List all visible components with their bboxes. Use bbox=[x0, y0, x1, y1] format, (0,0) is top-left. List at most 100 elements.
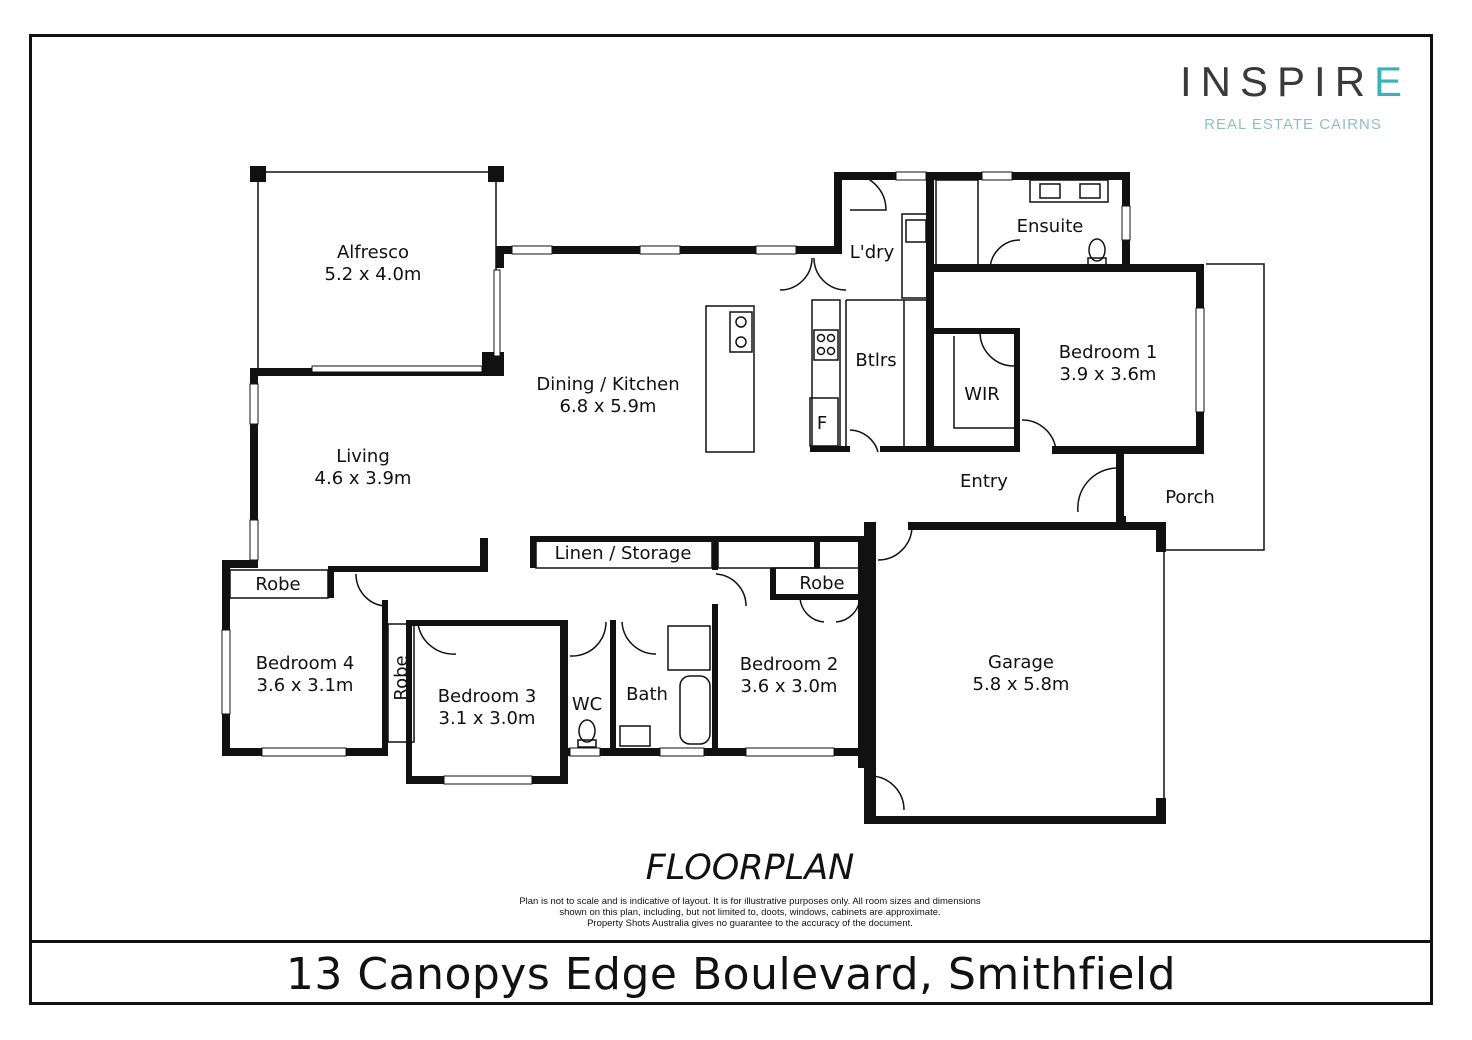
wall bbox=[1156, 522, 1166, 552]
porch-name: Porch bbox=[1165, 487, 1215, 508]
door-arc bbox=[835, 597, 861, 623]
page-frame bbox=[29, 34, 1433, 1005]
bedroom1-size: 3.9 x 3.6m bbox=[1060, 364, 1157, 385]
wall bbox=[770, 594, 864, 600]
wall bbox=[814, 536, 820, 568]
floorplan-title: FLOORPLAN bbox=[645, 848, 855, 888]
footer-divider bbox=[29, 940, 1433, 943]
laundry-name: L'dry bbox=[850, 242, 895, 263]
wall bbox=[770, 568, 776, 598]
wc-name: WC bbox=[572, 694, 602, 715]
wall bbox=[880, 446, 934, 452]
living-size: 4.6 x 3.9m bbox=[315, 468, 412, 489]
disclaimer: Plan is not to scale and is indicative o… bbox=[470, 896, 1030, 929]
door-arc bbox=[715, 573, 747, 607]
post bbox=[250, 166, 266, 182]
door-arc bbox=[849, 429, 879, 453]
sliding-door bbox=[311, 365, 483, 373]
window bbox=[981, 171, 1013, 181]
wall bbox=[712, 604, 718, 756]
window bbox=[569, 747, 601, 757]
wall bbox=[858, 536, 866, 768]
window bbox=[1121, 205, 1131, 241]
bedroom2-size: 3.6 x 3.0m bbox=[741, 676, 838, 697]
wall bbox=[496, 246, 504, 268]
alfresco-name: Alfresco bbox=[337, 242, 409, 263]
kitchen-island bbox=[705, 305, 755, 453]
property-address: 13 Canopys Edge Boulevard, Smithfield bbox=[285, 949, 1177, 1000]
bath-name: Bath bbox=[626, 684, 668, 705]
robe-bedroom4-name: Robe bbox=[255, 574, 300, 595]
linen-name: Linen / Storage bbox=[555, 543, 692, 564]
burner bbox=[816, 333, 826, 343]
fridge-label: F bbox=[817, 413, 827, 434]
island-sink bbox=[729, 311, 753, 353]
storage-cupboard bbox=[717, 539, 819, 569]
wall bbox=[222, 560, 258, 568]
logo-tagline: REAL ESTATE CAIRNS bbox=[1204, 116, 1382, 133]
disclaimer-line: Property Shots Australia gives no guaran… bbox=[587, 918, 913, 929]
window bbox=[745, 747, 835, 757]
toilet bbox=[1088, 238, 1106, 262]
bathtub bbox=[679, 675, 711, 745]
wall bbox=[1116, 516, 1126, 530]
wall bbox=[864, 522, 876, 824]
window bbox=[659, 747, 705, 757]
door-arc bbox=[877, 525, 913, 561]
basin bbox=[1079, 183, 1101, 199]
door-arc bbox=[417, 623, 457, 655]
wall bbox=[926, 446, 1020, 452]
shower bbox=[935, 179, 979, 267]
door-arc bbox=[779, 257, 813, 291]
wall bbox=[1052, 446, 1204, 454]
wall bbox=[530, 536, 866, 542]
window bbox=[221, 629, 231, 715]
garage-name: Garage bbox=[988, 652, 1054, 673]
bedroom2-name: Bedroom 2 bbox=[740, 654, 839, 675]
window bbox=[249, 519, 259, 561]
door-arc bbox=[355, 573, 385, 607]
cooktop bbox=[813, 329, 839, 361]
wall bbox=[926, 328, 1020, 334]
robe-bedroom3-name: Robe bbox=[391, 655, 412, 700]
window bbox=[249, 383, 259, 425]
wall bbox=[328, 566, 334, 598]
window bbox=[443, 775, 533, 785]
door-arc bbox=[979, 331, 1015, 367]
wall bbox=[834, 172, 842, 254]
burner bbox=[826, 333, 836, 343]
basin bbox=[1039, 183, 1061, 199]
wall bbox=[712, 536, 718, 570]
wall bbox=[926, 264, 1204, 272]
door-arc bbox=[1021, 419, 1057, 451]
wall bbox=[810, 446, 850, 452]
robe-bedroom2-name: Robe bbox=[799, 573, 844, 594]
burner bbox=[816, 346, 826, 356]
sink-bowl-2 bbox=[735, 336, 747, 348]
windows bbox=[221, 171, 1205, 785]
wall bbox=[560, 620, 568, 784]
wall bbox=[1014, 328, 1020, 452]
wir-name: WIR bbox=[964, 384, 1000, 405]
logo-wordmark-main: INSPIR bbox=[1180, 58, 1375, 105]
ensuite-name: Ensuite bbox=[1017, 216, 1084, 237]
butlers-walls bbox=[845, 299, 932, 452]
garage-size: 5.8 x 5.8m bbox=[973, 674, 1070, 695]
wall bbox=[328, 566, 488, 572]
wall bbox=[610, 620, 616, 756]
disclaimer-line: shown on this plan, including, but not l… bbox=[559, 907, 941, 918]
wall bbox=[530, 536, 536, 568]
bedroom3-size: 3.1 x 3.0m bbox=[439, 708, 536, 729]
wall bbox=[480, 538, 488, 568]
door-arc bbox=[569, 621, 607, 657]
door-arc bbox=[621, 621, 657, 655]
sliding-door bbox=[493, 269, 501, 357]
shower-bath bbox=[667, 625, 711, 671]
window bbox=[755, 245, 797, 255]
wall bbox=[864, 816, 1166, 824]
door-arc bbox=[799, 597, 825, 623]
alfresco-size: 5.2 x 4.0m bbox=[325, 264, 422, 285]
burner bbox=[826, 346, 836, 356]
window bbox=[639, 245, 681, 255]
